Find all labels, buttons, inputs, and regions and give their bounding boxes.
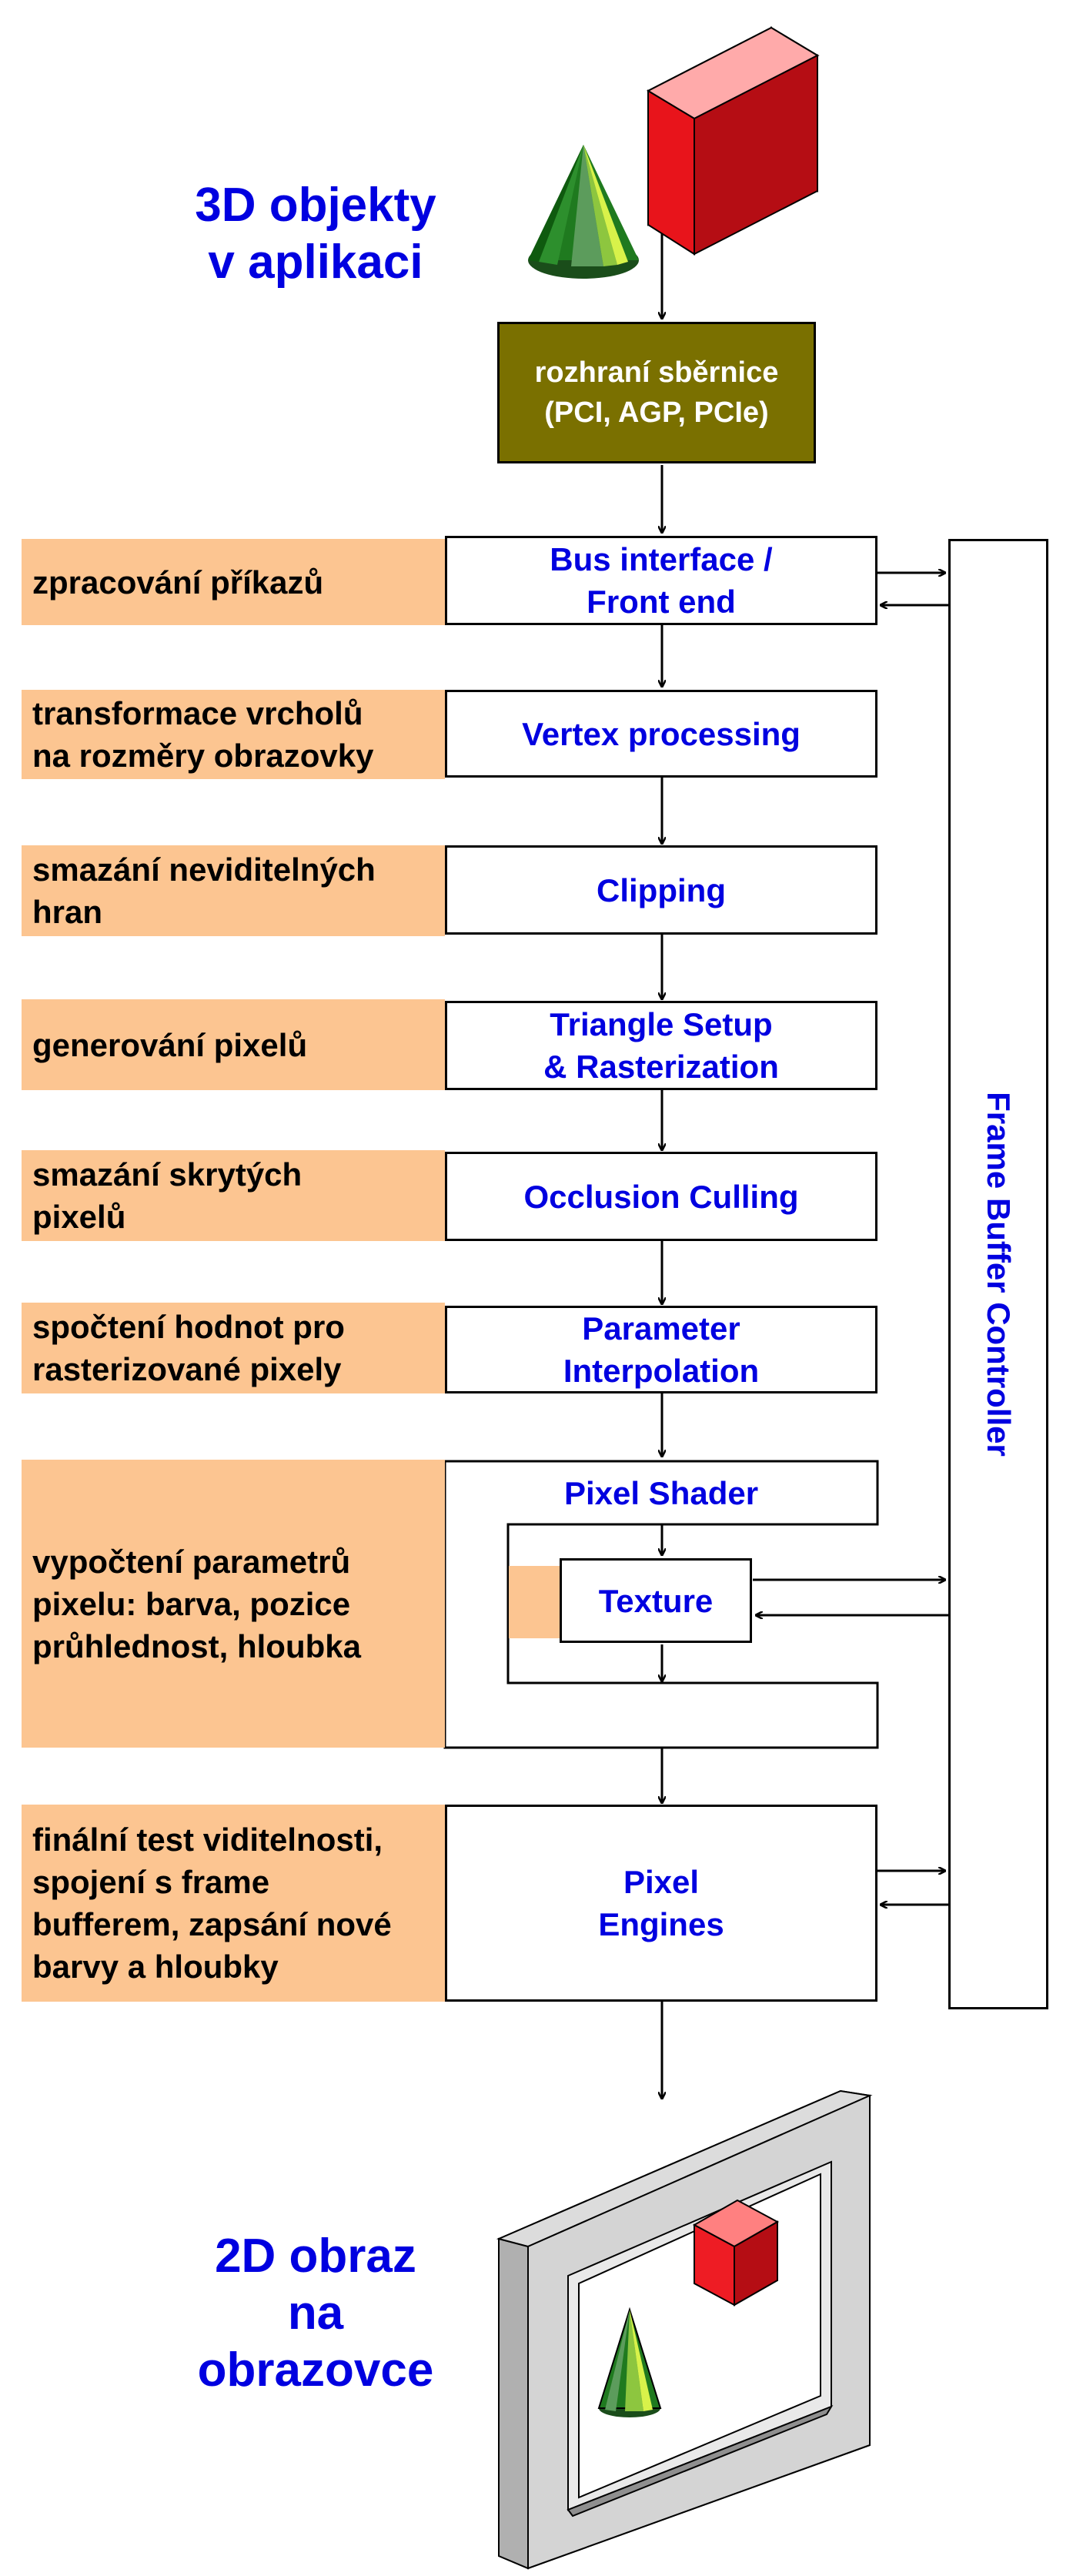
vertex-processing-box: Vertex processing <box>445 690 877 778</box>
bus-interface-box: rozhraní sběrnice (PCI, AGP, PCIe) <box>497 322 816 463</box>
stage-label-vertex: transformace vrcholů na rozměry obrazovk… <box>22 690 445 779</box>
title-3d-objects: 3D objekty v aplikaci <box>195 179 436 289</box>
stage-label-engines: finální test viditelnosti, spojení s fra… <box>22 1805 445 2002</box>
stage-label-shader: vypočtení parametrů pixelu: barva, pozic… <box>22 1460 445 1748</box>
frontend-box: Bus interface / Front end <box>445 536 877 625</box>
bus-interface-text: rozhraní sběrnice (PCI, AGP, PCIe) <box>534 356 779 429</box>
stage-label-rasterize: generování pixelů <box>22 999 445 1090</box>
title-2d-image: 2D obraz na obrazovce <box>197 2230 434 2397</box>
pixel-engines-box: Pixel Engines <box>445 1805 877 2002</box>
texture-box: Texture <box>560 1558 752 1643</box>
occlusion-culling-box: Occlusion Culling <box>445 1152 877 1241</box>
frame-buffer-controller <box>948 539 1048 2009</box>
stage-label-interpolation: spočtení hodnot pro rasterizované pixely <box>22 1303 445 1393</box>
parameter-interpolation-box: Parameter Interpolation <box>445 1306 877 1393</box>
texture-label-tab <box>509 1566 560 1638</box>
pixel-shader-title: Pixel Shader <box>563 1474 759 1511</box>
stage-label-clipping: smazání neviditelných hran <box>22 845 445 936</box>
triangle-setup-box: Triangle Setup & Rasterization <box>445 1001 877 1090</box>
clipping-box: Clipping <box>445 845 877 935</box>
pixel-shader-frame <box>443 1460 879 1749</box>
frame-buffer-controller-label: Frame Buffer Controller <box>981 1092 1018 1457</box>
stage-label-commands: zpracování příkazů <box>22 539 445 625</box>
stage-label-occlusion: smazání skrytých pixelů <box>22 1150 445 1241</box>
